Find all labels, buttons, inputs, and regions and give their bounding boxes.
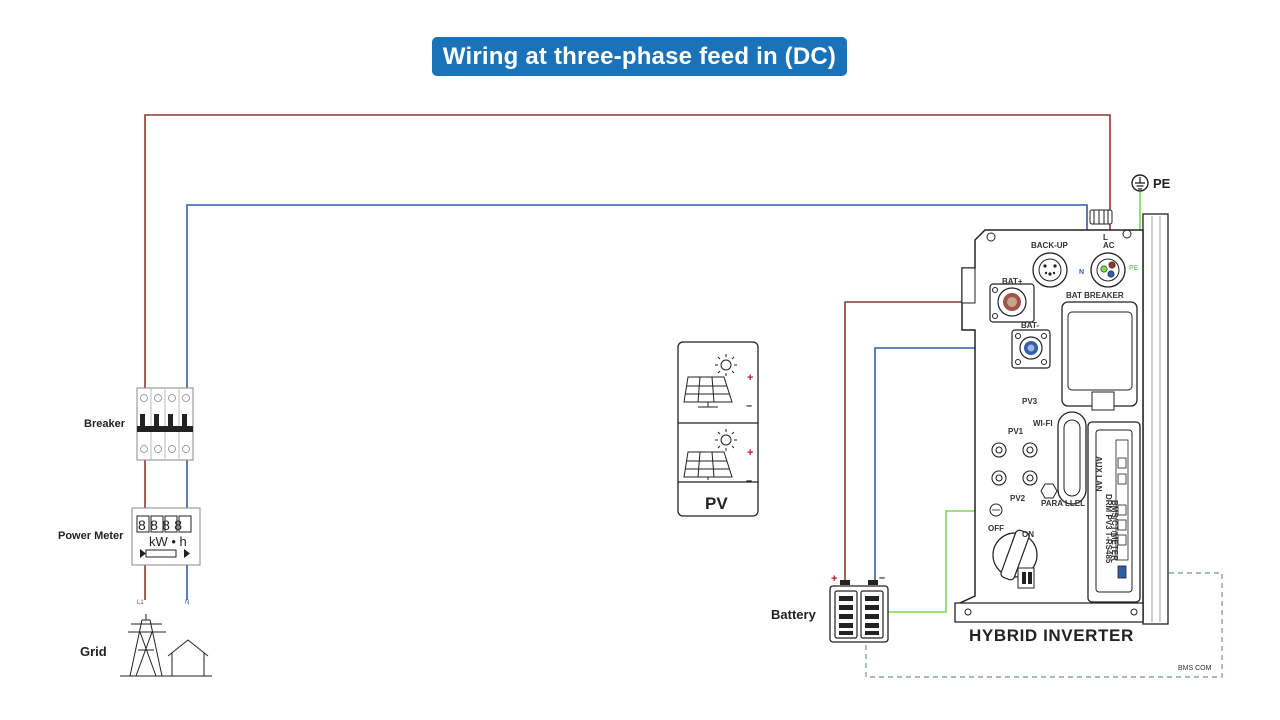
inv-ac-label: AC [1103, 241, 1115, 250]
inv-bat-plus-label: BAT+ [1002, 277, 1023, 286]
inv-ac-l-label: L [1103, 233, 1108, 242]
solar-panel-icon [683, 451, 733, 480]
power-meter-label: Power Meter [58, 530, 124, 542]
inv-aux-lan-label: AUX LAN [1094, 456, 1103, 492]
battery-positive-wire [844, 301, 1008, 580]
battery-ground-wire [885, 510, 995, 613]
meter-unit: kW • h [149, 534, 187, 549]
battery-minus: – [879, 572, 885, 584]
inv-wifi-label: WI-FI [1033, 419, 1053, 428]
inv-meter-ports-label: BMS/CT/METER [1110, 500, 1119, 561]
sun-icon [715, 429, 737, 451]
breaker-label: Breaker [84, 418, 126, 430]
pv1-plus: + [747, 372, 753, 384]
inv-ac-n-label: N [1079, 269, 1084, 276]
line-wire [144, 114, 1111, 600]
meter-digits: 8888 [138, 517, 186, 533]
inv-bat-breaker-label: BAT BREAKER [1066, 291, 1124, 300]
diagram-title: Wiring at three-phase feed in (DC) [432, 37, 847, 76]
inv-off-label: OFF [988, 524, 1004, 533]
pv-label: PV [705, 494, 728, 513]
pv-box [677, 341, 759, 517]
sun-icon [715, 354, 737, 376]
battery-plus: + [831, 573, 837, 585]
hybrid-inverter-label: HYBRID INVERTER [969, 626, 1134, 645]
pv1-minus: – [746, 400, 752, 412]
inv-pv2-label: PV2 [1010, 494, 1026, 503]
power-meter-icon [131, 507, 201, 566]
inv-ac-pe-label: PE [1129, 265, 1139, 272]
inv-pv3-label: PV3 [1022, 397, 1038, 406]
pv2-minus: – [746, 475, 752, 487]
house-icon [167, 639, 209, 677]
bms-com-wire [865, 572, 1223, 678]
inv-backup-label: BACK-UP [1031, 241, 1069, 250]
pe-ground-icon [1131, 174, 1149, 192]
inv-parallel-label: PARA LLEL [1041, 499, 1085, 508]
battery-label: Battery [771, 607, 817, 622]
neutral-wire [186, 204, 1100, 600]
meter-n-label: N [185, 600, 189, 606]
inv-on-label: ON [1022, 530, 1034, 539]
solar-panel-icon [683, 376, 733, 408]
meter-l-label: L1 [137, 600, 144, 606]
bms-com-label: BMS COM [1178, 665, 1212, 672]
pv2-plus: + [747, 447, 753, 459]
battery-icon [829, 580, 889, 643]
inv-pv1-label: PV1 [1008, 427, 1024, 436]
inv-bat-minus-label: BAT- [1021, 321, 1039, 330]
grid-label: Grid [80, 644, 107, 659]
grid-tower-icon [120, 614, 212, 677]
inv-drm-label: DRM PV3 T-RS485 [1104, 494, 1113, 564]
hybrid-inverter [954, 209, 1169, 625]
breaker-icon [136, 387, 194, 461]
pe-label: PE [1153, 176, 1171, 191]
